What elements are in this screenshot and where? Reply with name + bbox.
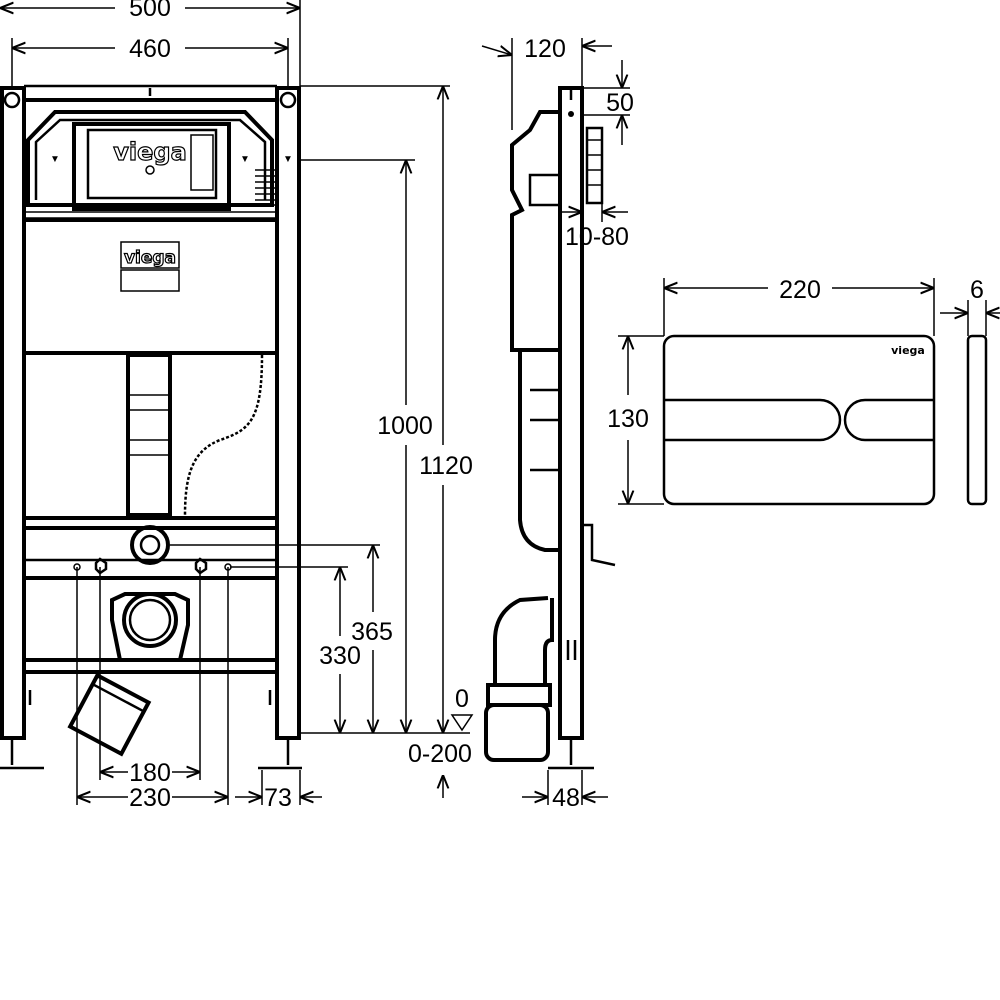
mounting-hole — [3, 91, 21, 109]
actuator-opening — [72, 122, 231, 211]
side-cistern — [510, 110, 562, 352]
side-dimensions: 120 50 10-80 48 — [481, 35, 634, 812]
dim-drain-height: 365 — [351, 618, 393, 646]
viega-logo: viega — [124, 248, 176, 268]
side-drain-bend — [493, 596, 554, 687]
dim-floor-level: 0 — [455, 685, 469, 713]
dim-foot-adjustment: 0-200 — [408, 740, 472, 768]
dim-plate-width: 220 — [779, 276, 821, 304]
side-flush-plate — [585, 126, 604, 205]
side-pipe — [518, 350, 560, 552]
mounting-hole — [279, 91, 297, 109]
flush-plate-dimensions: 220 6 130 — [607, 276, 1000, 505]
dim-plate-thickness: 6 — [970, 276, 984, 304]
flush-plate-side — [966, 334, 988, 506]
dim-plate-height: 130 — [607, 405, 649, 433]
viega-logo: viega — [891, 344, 925, 357]
right-post — [275, 86, 301, 740]
flex-hose — [183, 354, 264, 516]
front-view: viega ▼ ▼ ▼ viega — [0, 84, 302, 770]
label-plate — [120, 241, 180, 269]
water-level-icon: ▼ — [50, 154, 60, 165]
left-post — [0, 86, 26, 740]
dim-actuator-height: 1000 — [377, 412, 433, 440]
dim-wall-distance: 10-80 — [565, 223, 629, 251]
dim-frame-width: 460 — [129, 35, 171, 63]
side-view — [484, 86, 616, 770]
water-level-icon: ▼ — [283, 154, 293, 165]
flush-plate: viega — [662, 334, 988, 506]
dim-outer-fixing-spacing: 230 — [129, 784, 171, 812]
flush-plate-front — [662, 334, 936, 506]
floor-level-icon — [450, 714, 474, 732]
flush-pipe — [126, 353, 172, 517]
dim-overall-width: 500 — [129, 0, 171, 22]
viega-logo: viega — [113, 138, 187, 166]
flush-button-small — [843, 398, 934, 442]
side-drain-outlet — [484, 703, 550, 762]
dim-total-height: 1120 — [419, 452, 473, 480]
dim-foot-depth: 48 — [552, 784, 580, 812]
drain-bend — [67, 672, 152, 757]
dim-top-offset: 50 — [606, 89, 634, 117]
front-dimensions: 500 460 1000 1120 365 330 0 0-200 180 — [0, 0, 474, 812]
water-connection — [130, 525, 170, 565]
dim-fixing-spacing: 180 — [129, 759, 171, 787]
drain-outlet — [122, 592, 178, 648]
dim-foot-offset: 73 — [264, 784, 292, 812]
side-post — [558, 86, 584, 740]
dim-depth: 120 — [524, 35, 566, 63]
flush-button-large — [664, 398, 842, 442]
water-level-icon: ▼ — [240, 154, 250, 165]
dim-fixing-height: 330 — [319, 642, 361, 670]
